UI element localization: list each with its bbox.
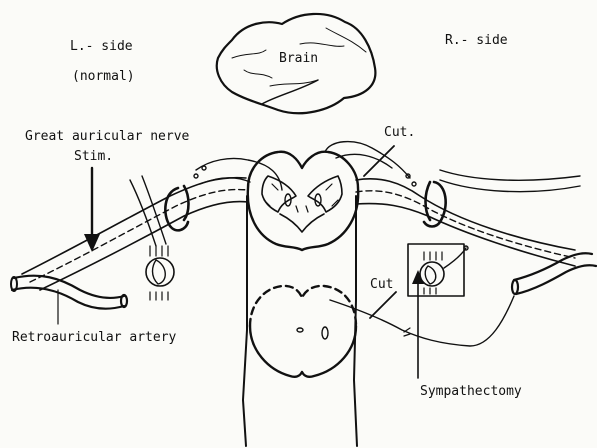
- lower-cord-section: [250, 286, 356, 377]
- great-auricular-nerve-label: Great auricular nerve: [25, 129, 190, 144]
- brain-label: Brain: [279, 51, 318, 66]
- cut-mark-top: [364, 146, 394, 176]
- cut-top-label: Cut.: [384, 125, 415, 140]
- sympathetic-ganglion-box: [330, 244, 514, 346]
- retroauricular-artery-drawing: [11, 276, 127, 309]
- left-nerve-bundle: [22, 158, 282, 300]
- stim-label: Stim.: [74, 149, 113, 164]
- retroauricular-artery-label: Retroauricular artery: [12, 330, 177, 345]
- sympathectomy-label: Sympathectomy: [420, 384, 522, 399]
- cut-mark-bottom: [370, 292, 396, 318]
- sympathectomy-arrow: [412, 270, 424, 378]
- cut-bottom-label: Cut: [370, 277, 393, 292]
- stimulation-arrow: [84, 168, 100, 252]
- right-side-label: R.- side: [445, 33, 508, 48]
- upper-cord-section: [248, 152, 358, 250]
- right-nerve-bundle: [325, 142, 580, 266]
- right-artery-drawing: [512, 253, 596, 294]
- left-side-label: L.- side: [70, 39, 133, 54]
- normal-label: (normal): [72, 69, 135, 84]
